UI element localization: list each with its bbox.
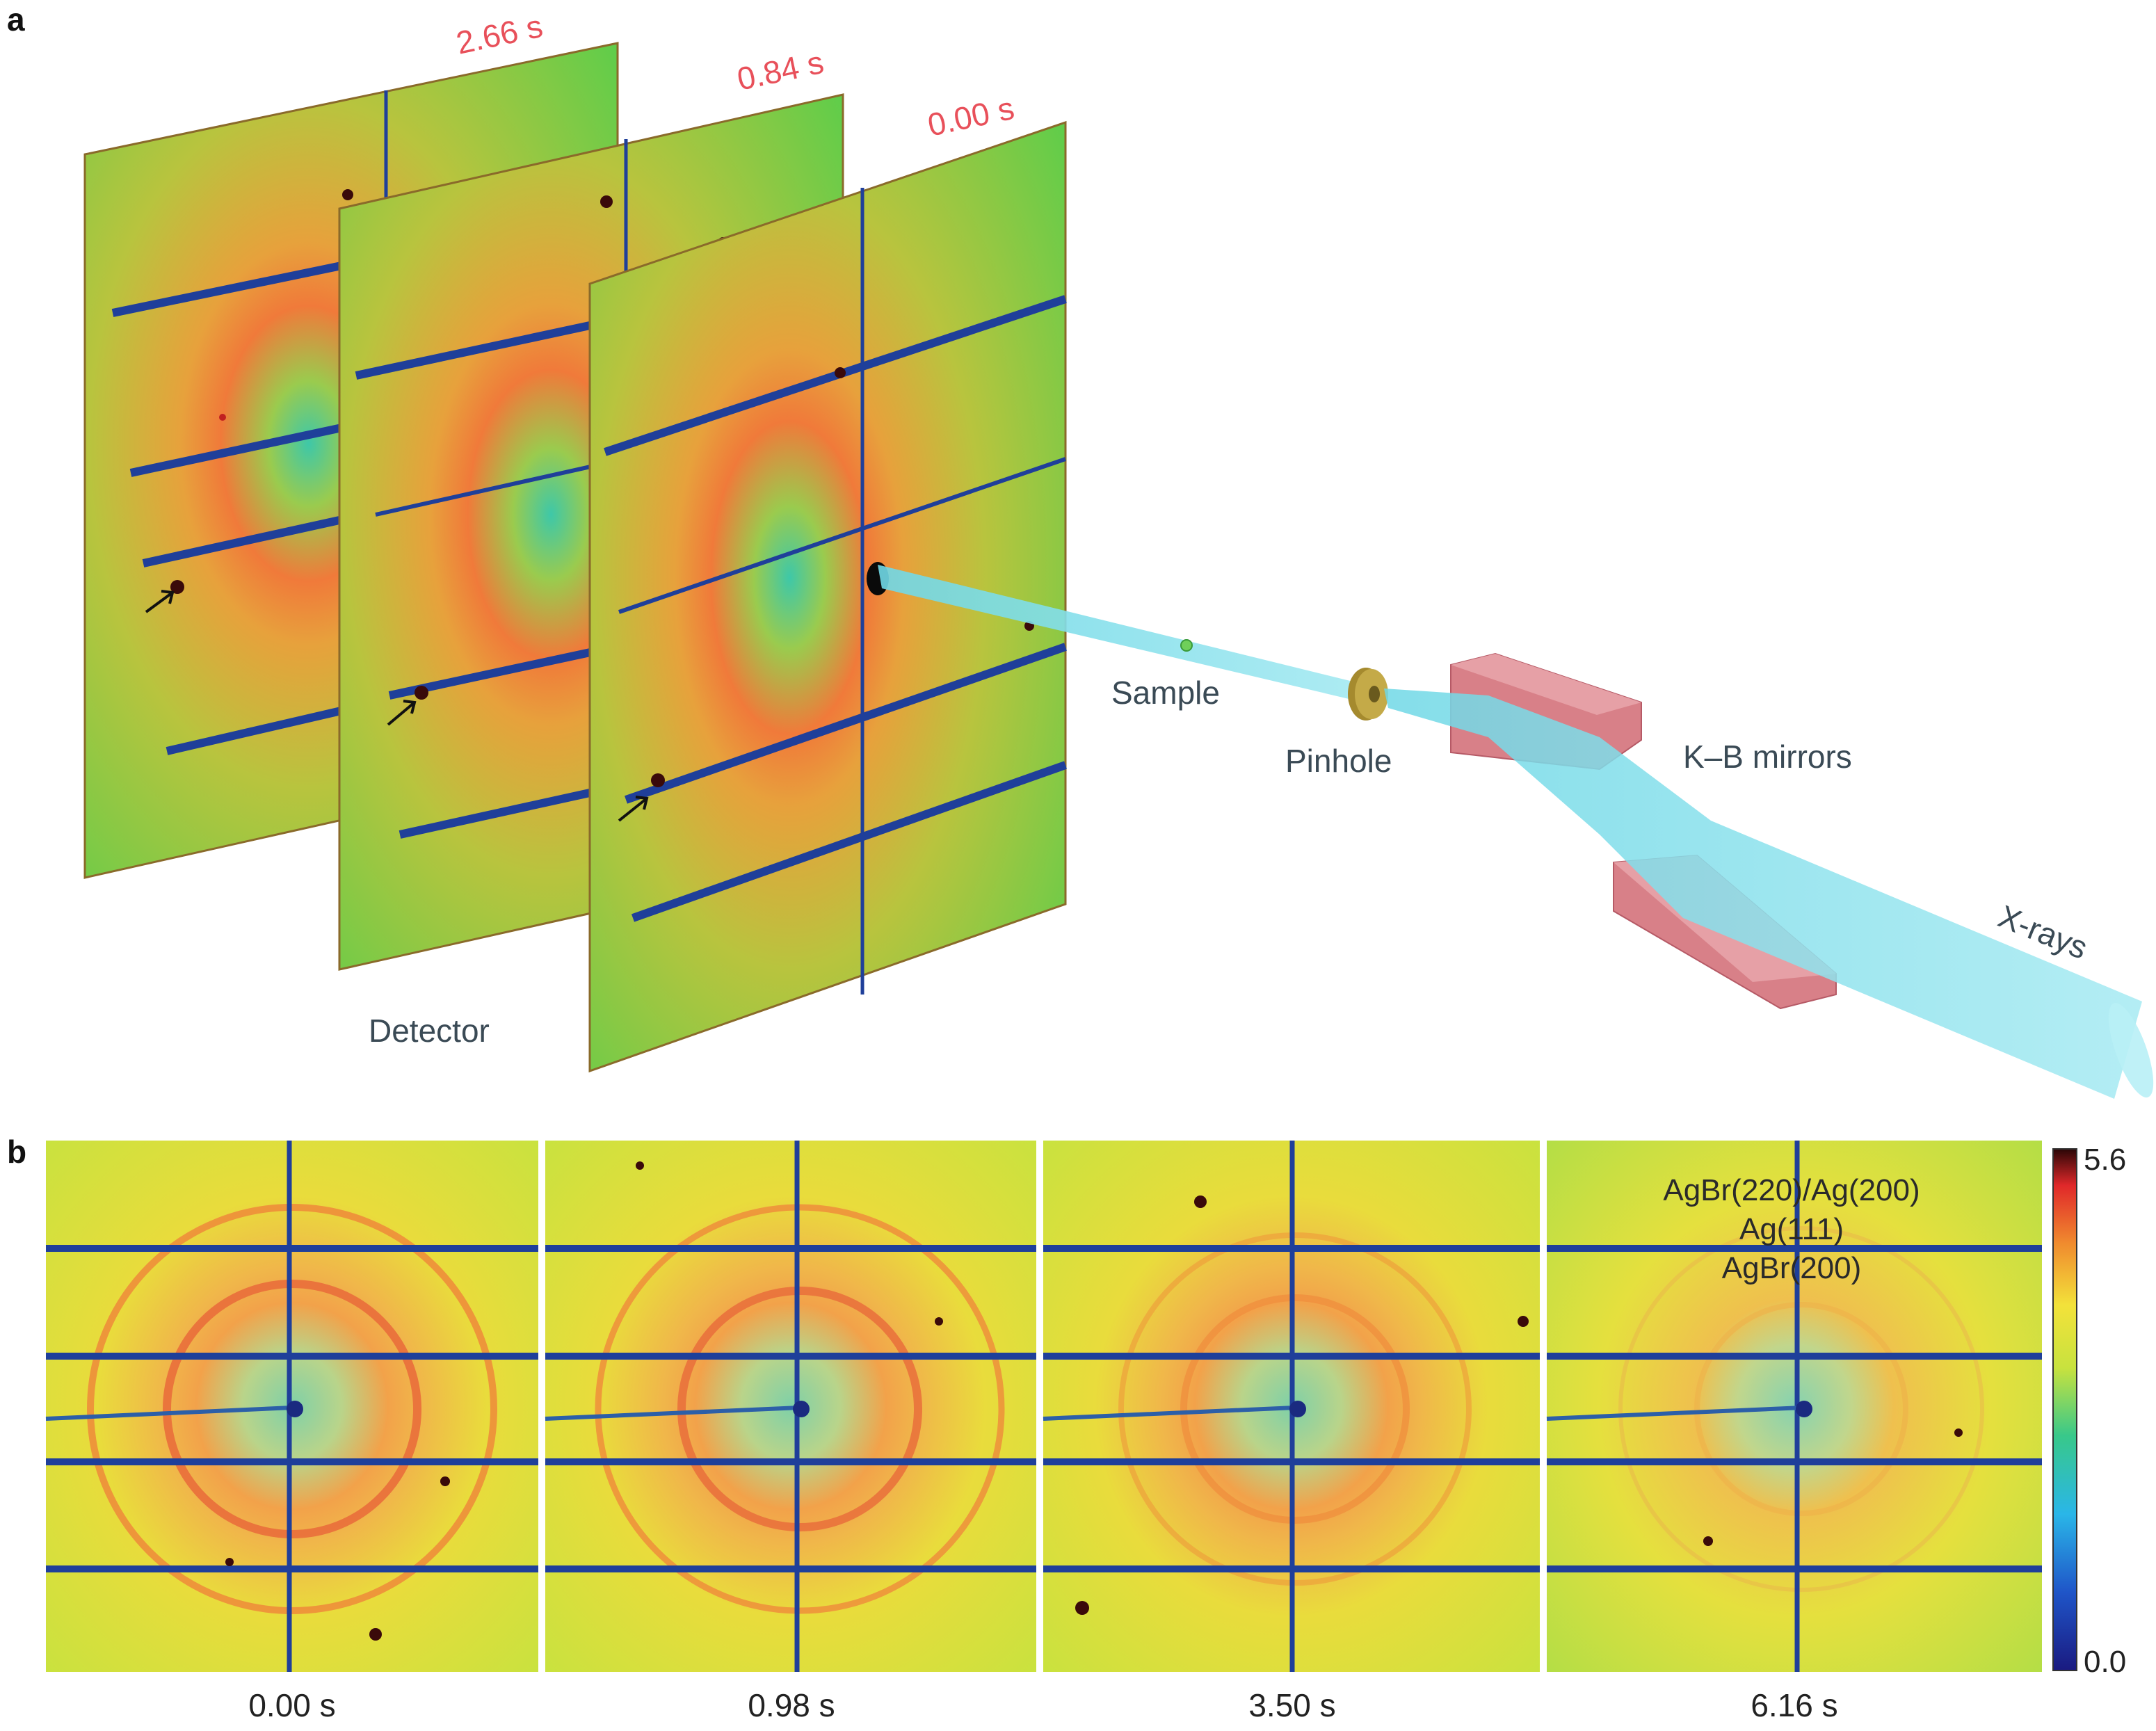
colorbar-max: 5.6 bbox=[2084, 1143, 2126, 1177]
panel-a-letter: a bbox=[7, 1, 25, 38]
frame-time-label-2: 0.98 s bbox=[748, 1687, 835, 1723]
diffraction-frame-1 bbox=[45, 1141, 538, 1672]
detector-frame-front bbox=[588, 120, 1068, 1073]
xray-beam-focused bbox=[878, 565, 1381, 707]
frame-time-label-4: 6.16 s bbox=[1751, 1687, 1837, 1723]
detector-label: Detector bbox=[369, 1013, 490, 1049]
panel-b-letter: b bbox=[7, 1134, 26, 1170]
colorbar bbox=[2052, 1148, 2077, 1671]
kb-mirrors-label: K–B mirrors bbox=[1683, 739, 1852, 775]
frame-time-back: 2.66 s bbox=[453, 8, 545, 61]
colorbar-min: 0.0 bbox=[2084, 1645, 2126, 1679]
diffraction-frame-3 bbox=[1043, 1141, 1540, 1672]
frame-time-front: 0.00 s bbox=[924, 90, 1017, 143]
xray-beam-incoming bbox=[1384, 689, 2154, 1099]
pinhole-label: Pinhole bbox=[1285, 743, 1392, 779]
frame-time-middle: 0.84 s bbox=[734, 44, 826, 97]
diffraction-frame-2 bbox=[545, 1141, 1036, 1672]
frame-time-label-3: 3.50 s bbox=[1248, 1687, 1335, 1723]
sample-label: Sample bbox=[1111, 675, 1220, 711]
peak-label-ag111: Ag(111) bbox=[1739, 1212, 1844, 1246]
frame-time-label-1: 0.00 s bbox=[248, 1687, 335, 1723]
diffraction-frame-4 bbox=[1546, 1141, 2042, 1672]
pinhole-icon bbox=[1348, 668, 1388, 720]
peak-label-agbr220-ag200: AgBr(220)/Ag(200) bbox=[1663, 1173, 1920, 1207]
peak-label-agbr200: AgBr(200) bbox=[1722, 1251, 1862, 1285]
spot-arrows bbox=[145, 590, 649, 822]
sample-dot bbox=[1180, 639, 1193, 652]
